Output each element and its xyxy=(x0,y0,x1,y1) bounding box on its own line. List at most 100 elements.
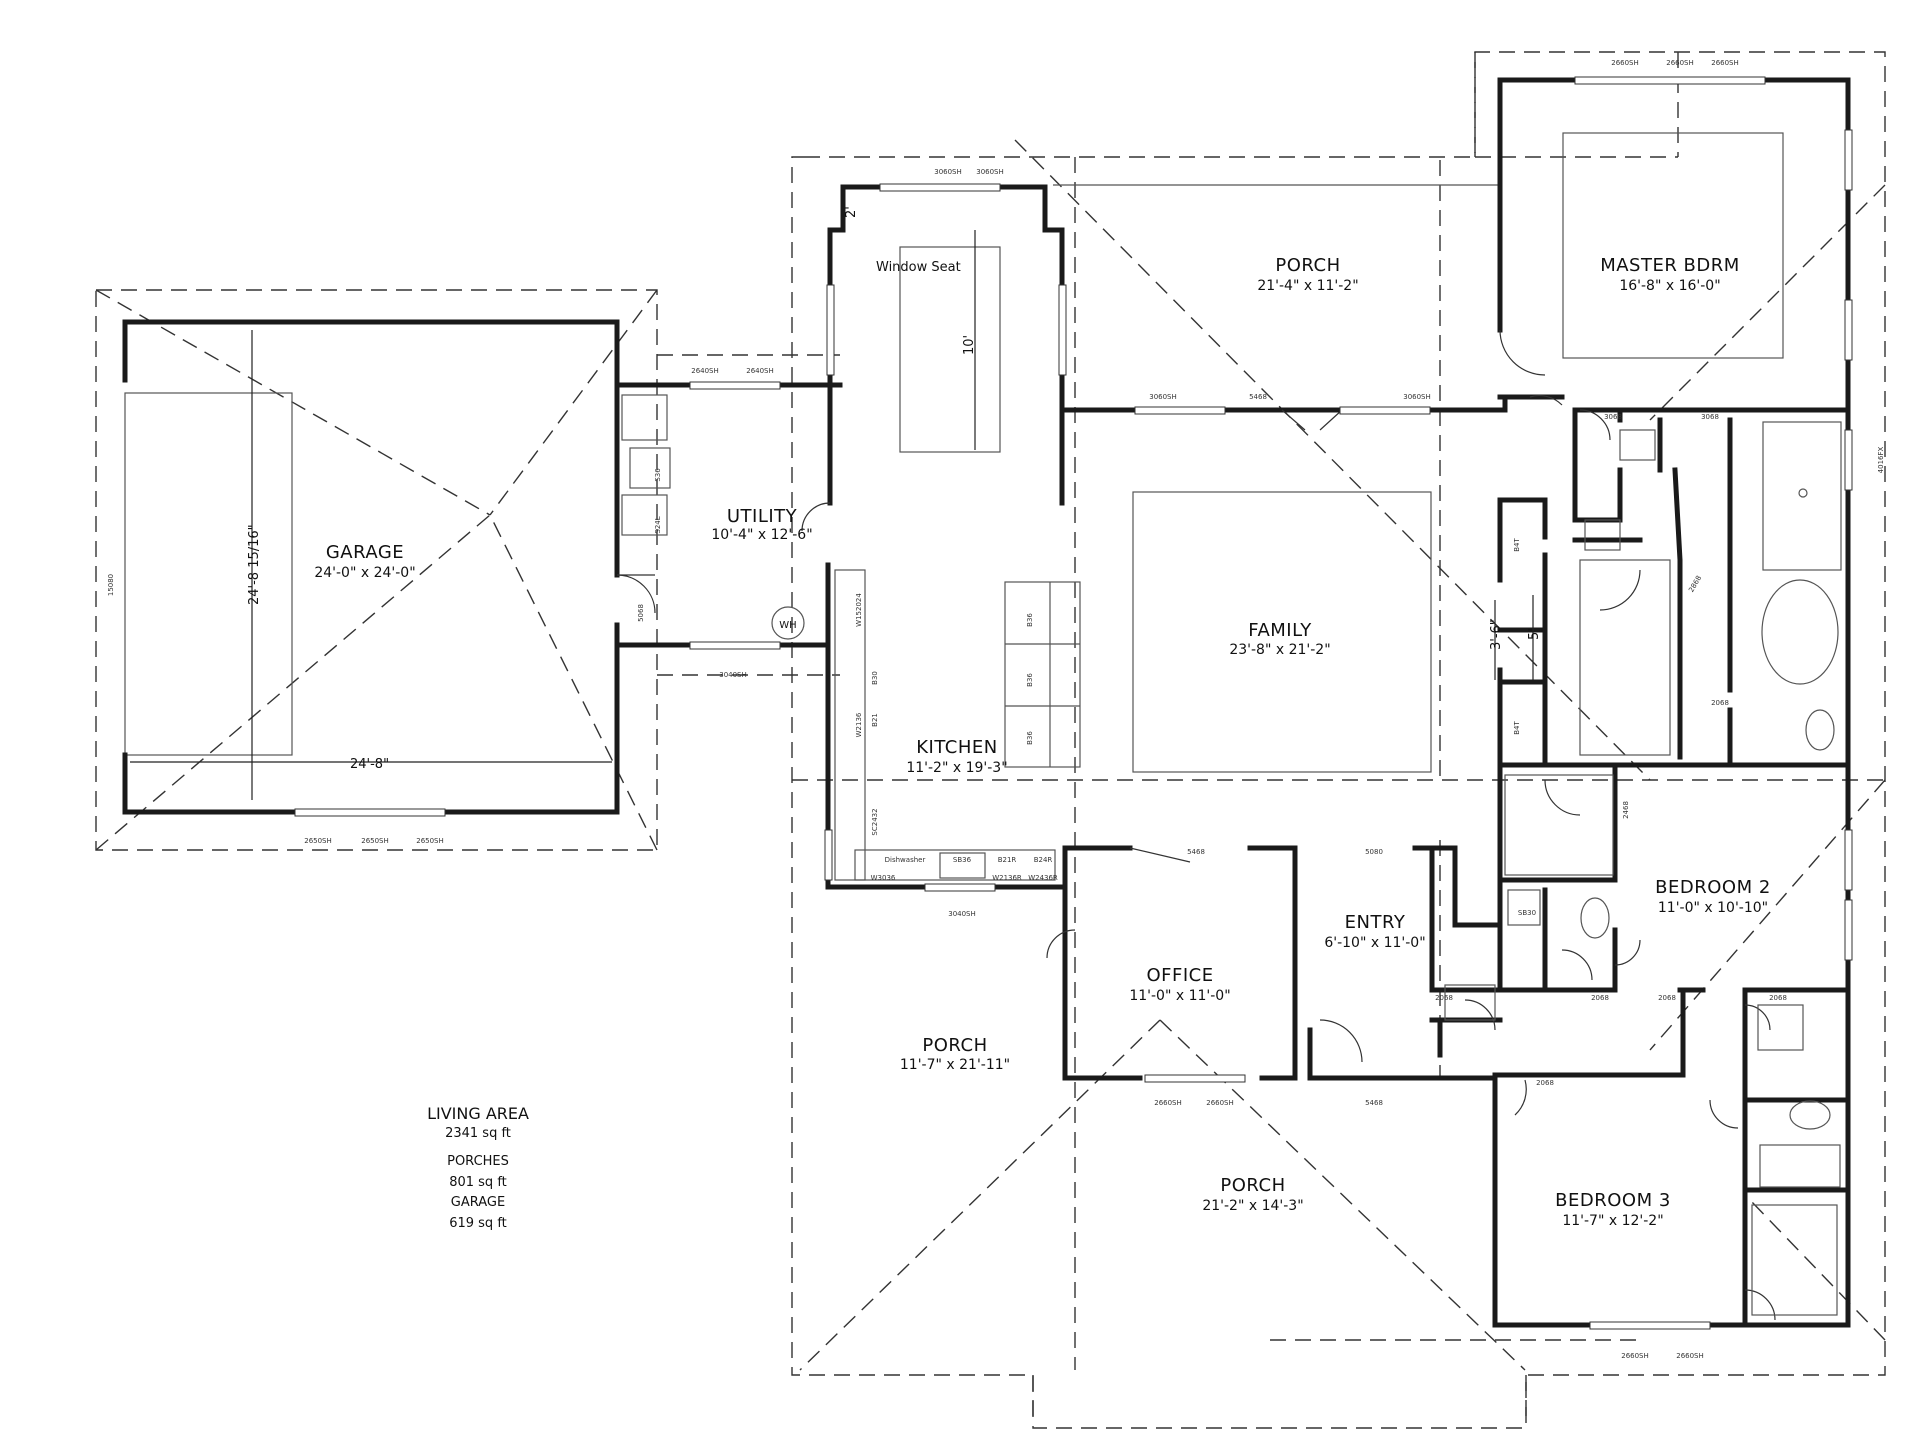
room-garage-name: GARAGE xyxy=(326,542,404,563)
garage-area-value: 619 sq ft xyxy=(449,1216,507,1231)
room-porch-front-dims: 21'-2" x 14'-3" xyxy=(1202,1198,1303,1214)
tag-5468-c: 5468 xyxy=(1365,1099,1383,1107)
tag-2660-e: 2660SH xyxy=(1206,1099,1234,1107)
water-heater-label: WH xyxy=(779,620,796,631)
tag-3068-b: 3068 xyxy=(1701,413,1719,421)
cab-b36-a: B36 xyxy=(1026,613,1034,627)
room-office-dims: 11'-0" x 11'-0" xyxy=(1129,988,1230,1004)
dishwasher-label: Dishwasher xyxy=(885,856,926,864)
room-office-name: OFFICE xyxy=(1146,965,1213,986)
garage-width-label: 24'-8" xyxy=(350,757,389,772)
room-family-name: FAMILY xyxy=(1248,620,1312,641)
living-area-label: LIVING AREA xyxy=(427,1104,529,1123)
tag-2660-f: 2660SH xyxy=(1621,1352,1649,1360)
tag-2660-g: 2660SH xyxy=(1676,1352,1704,1360)
tag-3060-c: 3060SH xyxy=(1149,393,1177,401)
tag-3060-d: 3060SH xyxy=(1403,393,1431,401)
garage-area-label: GARAGE xyxy=(451,1195,505,1210)
tag-2650-b: 2650SH xyxy=(361,837,389,845)
windows xyxy=(294,76,1853,1330)
tag-2868: 2868 xyxy=(1687,574,1703,593)
tag-2068-e: 2068 xyxy=(1536,1079,1554,1087)
room-garage-dims: 24'-0" x 24'-0" xyxy=(314,565,415,581)
walls xyxy=(122,77,1851,1328)
tag-2660-b: 2660SH xyxy=(1666,59,1694,67)
porches-label: PORCHES xyxy=(447,1154,509,1169)
room-bedroom2-dims: 11'-0" x 10'-10" xyxy=(1658,900,1768,916)
room-master-name: MASTER BDRM xyxy=(1600,255,1740,276)
tag-2650-c: 2650SH xyxy=(416,837,444,845)
tag-3060-b: 3060SH xyxy=(976,168,1004,176)
room-utility-name: UTILITY xyxy=(727,506,798,527)
tag-2068-b: 2068 xyxy=(1591,994,1609,1002)
tag-3040-b: 3040SH xyxy=(948,910,976,918)
cab-w3036: W3036 xyxy=(871,874,896,882)
dimension-lines xyxy=(130,230,1534,800)
annotations: Window Seat 10' 24'-8 15/16" 24'-8" WH 3… xyxy=(247,206,1542,864)
doors xyxy=(616,329,1776,1321)
cab-sb36: SB36 xyxy=(953,856,972,864)
room-labels: GARAGE 24'-0" x 24'-0" UTILITY 10'-4" x … xyxy=(314,255,1770,1229)
cab-s24l: S24L xyxy=(654,516,662,533)
tag-15080: 15080 xyxy=(107,574,115,596)
room-kitchen-name: KITCHEN xyxy=(916,737,998,758)
cabinet-tags: B36 B36 B36 B30 B21 B21R B24R SB36 W2136… xyxy=(654,468,1536,917)
cab-b36-c: B36 xyxy=(1026,731,1034,745)
bump-label: 2' xyxy=(844,206,859,218)
seat-length-label: 10' xyxy=(962,335,977,355)
tag-2068-c: 2068 xyxy=(1658,994,1676,1002)
cab-b4t-b: B4T xyxy=(1513,721,1521,735)
room-utility-dims: 10'-4" x 12'-6" xyxy=(711,527,812,543)
porches-value: 801 sq ft xyxy=(449,1175,507,1190)
room-bedroom3-name: BEDROOM 3 xyxy=(1555,1190,1671,1211)
cab-b4t-a: B4T xyxy=(1513,538,1521,552)
cab-s36: S36 xyxy=(654,468,662,482)
tag-3040-a: 3040SH xyxy=(719,671,747,679)
room-entry-name: ENTRY xyxy=(1345,912,1406,933)
tag-5080: 5080 xyxy=(1365,848,1383,856)
tag-5068: 5068 xyxy=(637,604,645,622)
living-area-value: 2341 sq ft xyxy=(445,1126,511,1141)
window-tags: 3060SH 3060SH 2640SH 2640SH 3040SH 3040S… xyxy=(107,59,1885,1360)
tag-4016fx: 4016FX xyxy=(1877,446,1885,473)
cab-sb30: SB30 xyxy=(1518,909,1536,917)
tag-2468: 2468 xyxy=(1622,801,1630,819)
cab-w2136r: W2136R xyxy=(992,874,1022,882)
room-porch-rear-dims: 21'-4" x 11'-2" xyxy=(1257,278,1358,294)
room-porch-front-name: PORCH xyxy=(1220,1175,1285,1196)
room-bedroom3-dims: 11'-7" x 12'-2" xyxy=(1562,1213,1663,1229)
cab-b21: B21 xyxy=(871,713,879,727)
tag-5468-a: 5468 xyxy=(1249,393,1267,401)
tag-3068-a: 3068 xyxy=(1604,413,1622,421)
room-entry-dims: 6'-10" x 11'-0" xyxy=(1324,935,1425,951)
tag-2650-a: 2650SH xyxy=(304,837,332,845)
room-family-dims: 23'-8" x 21'-2" xyxy=(1229,642,1330,658)
water-heater-icon xyxy=(771,606,805,640)
room-porch-side-name: PORCH xyxy=(922,1035,987,1056)
window-seat-label: Window Seat xyxy=(876,260,961,275)
tag-2660-c: 2660SH xyxy=(1711,59,1739,67)
tag-2640-b: 2640SH xyxy=(746,367,774,375)
cab-w2436r: W2436R xyxy=(1028,874,1058,882)
room-kitchen-dims: 11'-2" x 19'-3" xyxy=(906,760,1007,776)
tag-3060-a: 3060SH xyxy=(934,168,962,176)
tag-2068-f: 2068 xyxy=(1711,699,1729,707)
closet-width-label: 3'-6" xyxy=(1489,619,1504,650)
garage-depth-label: 24'-8 15/16" xyxy=(247,524,262,605)
ceiling-outlines xyxy=(124,132,1784,773)
room-porch-rear-name: PORCH xyxy=(1275,255,1340,276)
tag-5468-b: 5468 xyxy=(1187,848,1205,856)
tag-2640-a: 2640SH xyxy=(691,367,719,375)
cab-b36-b: B36 xyxy=(1026,673,1034,687)
tag-2068-a: 2068 xyxy=(1435,994,1453,1002)
fixtures xyxy=(621,394,1842,1316)
cab-w152024: W152024 xyxy=(855,593,863,627)
tag-2660-d: 2660SH xyxy=(1154,1099,1182,1107)
closet-depth-label: 5' xyxy=(1527,628,1542,640)
cab-b24r: B24R xyxy=(1034,856,1053,864)
room-bedroom2-name: BEDROOM 2 xyxy=(1655,877,1771,898)
tag-2660-a: 2660SH xyxy=(1611,59,1639,67)
cab-sc2432: SC2432 xyxy=(871,808,879,835)
room-porch-side-dims: 11'-7" x 21'-11" xyxy=(900,1057,1010,1073)
